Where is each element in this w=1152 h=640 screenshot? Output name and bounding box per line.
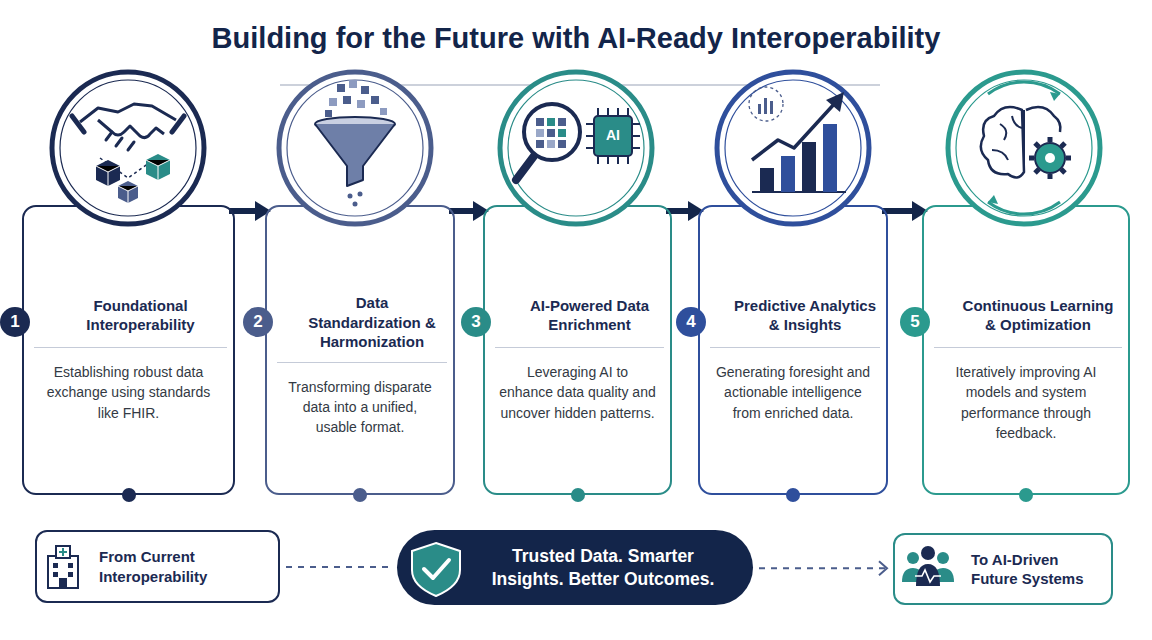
card-dot <box>786 488 800 502</box>
step-number: 3 <box>471 312 480 332</box>
handshake-icon <box>52 72 204 224</box>
tagline-pill: Trusted Data. Smarter Insights. Better O… <box>397 530 753 605</box>
title-dot <box>594 80 604 90</box>
stage-description: Transforming disparate data into a unifi… <box>277 377 443 438</box>
shield-icon <box>412 543 460 596</box>
stage-heading: Data Standardization & Harmonization <box>301 293 443 352</box>
title-dot <box>548 80 558 90</box>
start-box: From Current Interoperability <box>35 530 280 603</box>
stage-description: Iteratively improving AI models and syst… <box>934 362 1118 443</box>
title-rule <box>280 84 540 85</box>
stage-card: Predictive Analytics & InsightsGeneratin… <box>698 205 888 495</box>
stage-description: Leveraging AI to enhance data quality an… <box>495 362 660 423</box>
step-badge: 3 <box>461 307 491 337</box>
card-divider <box>934 347 1122 348</box>
step-number: 4 <box>686 312 695 332</box>
card-dot <box>571 488 585 502</box>
chart-icon <box>717 72 869 224</box>
step-number: 2 <box>253 312 262 332</box>
step-badge: 1 <box>0 307 30 337</box>
hospital-icon <box>48 546 78 588</box>
stage-heading: Foundational Interoperability <box>58 293 223 337</box>
step-badge: 2 <box>243 307 273 337</box>
funnel-icon <box>279 72 431 224</box>
title-dot <box>571 80 581 90</box>
stage-card: AI-Powered Data EnrichmentLeveraging AI … <box>483 205 672 495</box>
stage-heading: AI-Powered Data Enrichment <box>519 293 660 337</box>
stage-heading: Predictive Analytics & Insights <box>734 293 876 337</box>
stage-description: Establishing robust data exchange using … <box>34 362 223 423</box>
stage-heading: Continuous Learning & Optimization <box>958 293 1118 337</box>
card-dot <box>1019 488 1033 502</box>
title-rule <box>612 84 880 85</box>
ai-magnifier-icon <box>500 72 652 224</box>
diagram-title: Building for the Future with AI-Ready In… <box>0 22 1152 55</box>
stage-card: Foundational InteroperabilityEstablishin… <box>22 205 235 495</box>
stage-card: Continuous Learning & OptimizationIterat… <box>922 205 1130 495</box>
card-dot <box>353 488 367 502</box>
step-badge: 4 <box>676 307 706 337</box>
card-divider <box>34 347 227 348</box>
step-badge: 5 <box>900 307 930 337</box>
stage-card: Data Standardization & HarmonizationTran… <box>265 205 455 495</box>
people-icon <box>902 546 954 586</box>
endpoint-text: From Current Interoperability <box>99 547 266 586</box>
card-divider <box>710 347 880 348</box>
tagline-text: Trusted Data. Smarter Insights. Better O… <box>477 545 729 591</box>
card-divider <box>495 347 664 348</box>
flow-arrow <box>286 567 391 568</box>
card-dot <box>122 488 136 502</box>
endpoint-text: To AI-Driven Future Systems <box>971 550 1099 589</box>
flow-arrow <box>759 561 887 575</box>
chip-label: AI <box>596 127 630 143</box>
card-divider <box>277 362 447 363</box>
learning-icon <box>948 72 1100 224</box>
stage-description: Generating foresight and actionable inte… <box>710 362 876 423</box>
end-box: To AI-Driven Future Systems <box>893 533 1113 605</box>
step-number: 1 <box>10 312 19 332</box>
step-number: 5 <box>910 312 919 332</box>
